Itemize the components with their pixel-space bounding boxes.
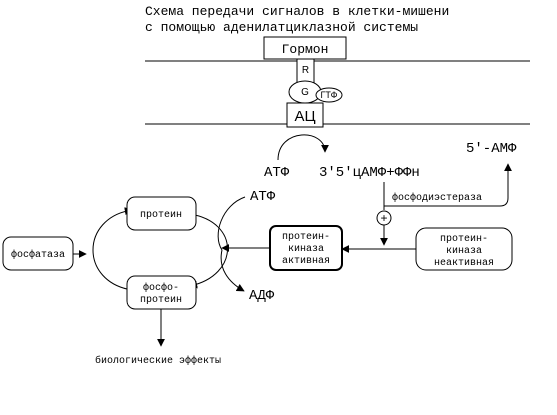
protein-box (126, 196, 197, 231)
atp-substrate-label: АТФ (264, 165, 290, 181)
cycle-atp-label: АТФ (250, 189, 276, 205)
biological-effects-label: биологические эффекты (95, 354, 221, 367)
activation-plus-sign: + (380, 211, 387, 225)
inactive-kinase-line2: киназа (446, 246, 482, 257)
phosphodiesterase-label: фосфодиэстераза (392, 191, 482, 204)
inactive-kinase-line1: протеин- (440, 234, 488, 245)
cycle-adp-label: АДФ (249, 288, 275, 304)
phosphorylation-arc (189, 213, 228, 289)
adenylate-cyclase-box (286, 102, 324, 128)
phosphodiesterase-arrow (383, 163, 512, 207)
protein-label: протеин (140, 210, 182, 221)
gtp-shape (315, 87, 343, 103)
amp-product-label: 5'-АМФ (466, 141, 517, 157)
active-kinase-line1: протеин- (282, 232, 330, 243)
atp-to-camp-arrow (277, 134, 329, 161)
hormone-label: Гормон (282, 42, 329, 57)
adp-output-arc (220, 249, 245, 292)
adenylate-cyclase-label: АЦ (294, 108, 315, 125)
phosphoprotein-line2: протеин (140, 295, 182, 306)
inactive-kinase-line3: неактивная (434, 258, 494, 269)
camp-products-label: 3'5'цАМФ+ФФн (319, 165, 420, 181)
diagram-title-line1: Схема передачи сигналов в клетки-мишени (145, 4, 449, 19)
active-kinase-line2: киназа (288, 244, 324, 255)
diagram-title-line2: с помощью аденилатциклазной системы (145, 20, 418, 35)
gtp-label: ГТФ (321, 90, 338, 100)
dephosphorylation-arc (92, 207, 133, 291)
phosphoprotein-line1: фосфо- (143, 281, 179, 294)
g-protein-label: G (301, 87, 309, 98)
phosphatase-label: фосфатаза (11, 248, 65, 261)
receptor-label: R (302, 65, 309, 76)
active-kinase-line3: активная (282, 256, 330, 267)
atp-input-arc (217, 196, 246, 251)
